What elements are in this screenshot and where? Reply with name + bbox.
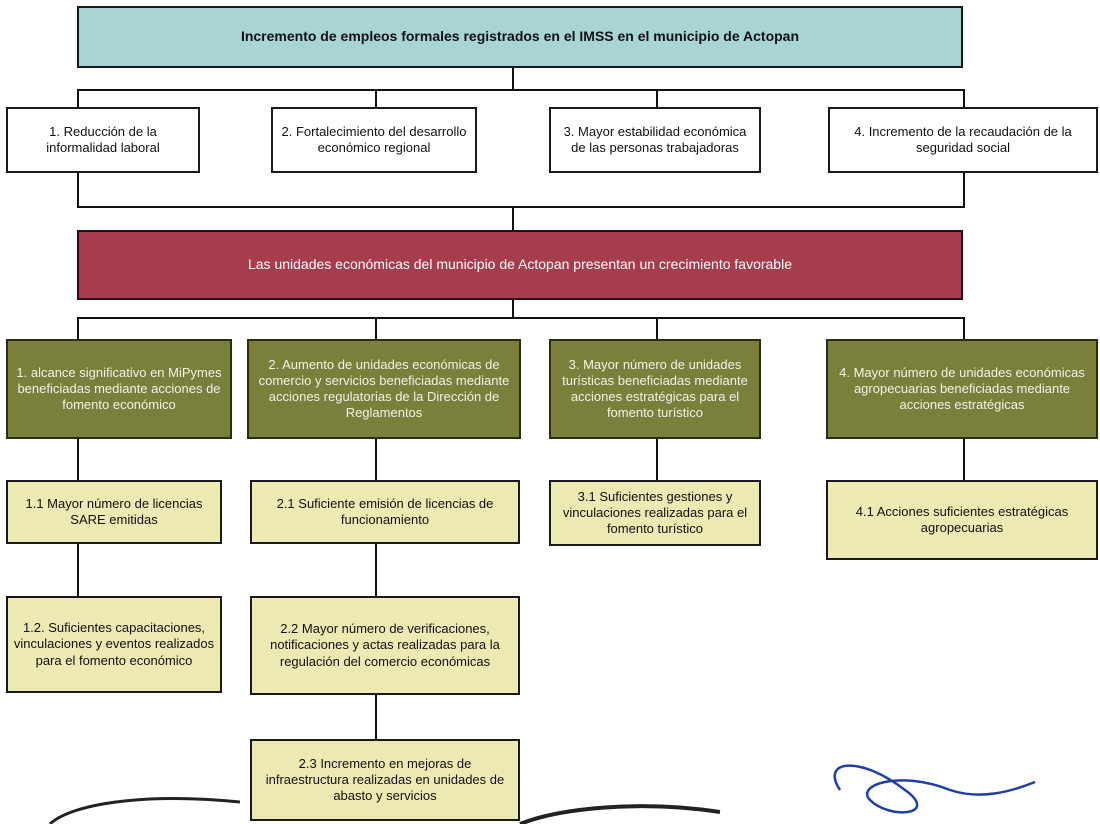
activity-box-1-2: 1.2. Suficientes capacitaciones, vincula…: [6, 596, 222, 693]
connector: [77, 438, 79, 480]
connector: [512, 298, 514, 318]
connector: [963, 438, 965, 480]
connector: [77, 89, 965, 91]
component-box-1: 1. alcance significativo en MiPymes bene…: [6, 339, 232, 439]
connector: [512, 206, 514, 230]
connector: [963, 89, 965, 107]
effect-box-1: 1. Reducción de la informalidad laboral: [6, 107, 200, 173]
connector: [77, 206, 965, 208]
connector: [963, 171, 965, 207]
connector: [375, 542, 377, 596]
signature: [833, 764, 1036, 814]
connector: [77, 171, 79, 207]
activity-box-2-2: 2.2 Mayor número de verificaciones, noti…: [250, 596, 520, 695]
purpose-box: Las unidades económicas del municipio de…: [77, 230, 963, 300]
connector: [375, 317, 377, 339]
component-box-2: 2. Aumento de unidades económicas de com…: [247, 339, 521, 439]
connector: [375, 693, 377, 739]
connector: [963, 317, 965, 339]
component-box-4: 4. Mayor número de unidades económicas a…: [826, 339, 1098, 439]
activity-box-2-3: 2.3 Incremento en mejoras de infraestruc…: [250, 739, 520, 821]
effect-box-2: 2. Fortalecimiento del desarrollo económ…: [271, 107, 477, 173]
activity-box-3-1: 3.1 Suficientes gestiones y vinculacione…: [549, 480, 761, 546]
effect-box-4: 4. Incremento de la recaudación de la se…: [828, 107, 1098, 173]
connector: [656, 317, 658, 339]
fin-box: Incremento de empleos formales registrad…: [77, 6, 963, 68]
connector: [656, 89, 658, 107]
seal-stamp: [519, 804, 721, 824]
connector: [77, 89, 79, 107]
connector: [656, 438, 658, 480]
seal-stamp: [48, 797, 241, 824]
effect-box-3: 3. Mayor estabilidad económica de las pe…: [549, 107, 761, 173]
connector: [375, 89, 377, 107]
activity-box-1-1: 1.1 Mayor número de licencias SARE emiti…: [6, 480, 222, 544]
component-box-3: 3. Mayor número de unidades turísticas b…: [549, 339, 761, 439]
connector: [77, 317, 79, 339]
connector: [375, 438, 377, 480]
connector: [77, 317, 965, 319]
connector: [77, 542, 79, 596]
activity-box-4-1: 4.1 Acciones suficientes estratégicas ag…: [826, 480, 1098, 560]
connector: [512, 66, 514, 90]
activity-box-2-1: 2.1 Suficiente emisión de licencias de f…: [250, 480, 520, 544]
